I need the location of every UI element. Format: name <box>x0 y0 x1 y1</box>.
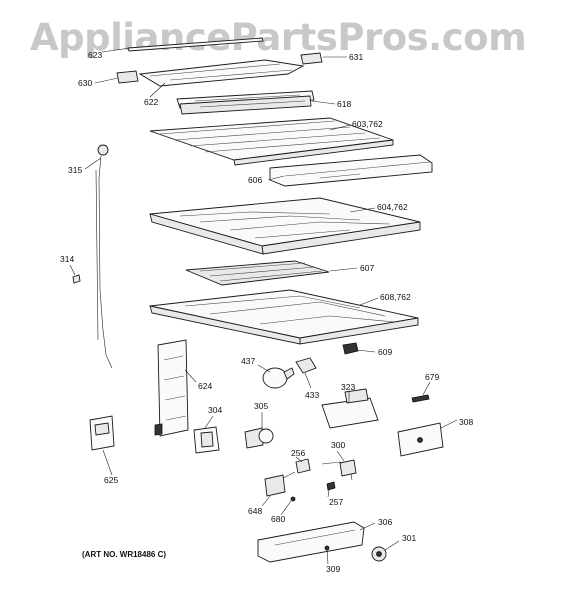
callout-624: 624 <box>198 381 212 391</box>
part-437-bulb[interactable] <box>262 367 295 389</box>
callout-305: 305 <box>254 401 268 411</box>
part-631-pad[interactable] <box>300 52 323 65</box>
part-304-housing[interactable] <box>193 426 220 454</box>
callout-256: 256 <box>291 448 305 458</box>
art-number: (ART NO. WR18486 C) <box>82 550 166 559</box>
callout-306: 306 <box>378 517 392 527</box>
part-618-frame[interactable] <box>176 90 315 115</box>
callout-679: 679 <box>425 372 439 382</box>
part-315-tube[interactable] <box>95 144 113 369</box>
callout-609: 609 <box>378 347 392 357</box>
part-606-rail[interactable] <box>269 154 433 187</box>
part-306-bracket[interactable] <box>257 521 365 563</box>
part-433-socket[interactable] <box>295 357 317 374</box>
callout-323: 323 <box>341 382 355 392</box>
callout-625: 625 <box>104 475 118 485</box>
part-305-thermostat[interactable] <box>244 427 274 449</box>
part-679-screw[interactable] <box>411 394 430 403</box>
callout-630: 630 <box>78 78 92 88</box>
callout-623: 623 <box>88 50 102 60</box>
leader-lines <box>69 47 458 565</box>
callout-607: 607 <box>360 263 374 273</box>
callout-680: 680 <box>271 514 285 524</box>
watermark-text: AppliancePartsPros.com <box>30 16 526 59</box>
callout-437: 437 <box>241 356 255 366</box>
callout-308: 308 <box>459 417 473 427</box>
callout-604: 604,762 <box>377 202 408 212</box>
part-323-control[interactable] <box>321 388 379 429</box>
part-257-clip[interactable] <box>326 481 336 491</box>
part-308-bracket[interactable] <box>397 422 444 457</box>
callout-labels: 623 631 630 622 618 603,762 315 606 604,… <box>60 50 473 574</box>
part-607-grille[interactable] <box>185 260 330 286</box>
part-314-clip[interactable] <box>72 274 81 284</box>
callout-603: 603,762 <box>352 119 383 129</box>
part-604-tray[interactable] <box>149 197 421 255</box>
part-609-knob[interactable] <box>342 342 359 355</box>
callout-301: 301 <box>402 533 416 543</box>
callout-300: 300 <box>331 440 345 450</box>
part-603-shelf[interactable] <box>149 117 394 166</box>
callout-606: 606 <box>248 175 262 185</box>
part-608-tray[interactable] <box>149 289 419 345</box>
part-624-duct[interactable] <box>154 339 189 437</box>
callout-257: 257 <box>329 497 343 507</box>
callout-648: 648 <box>248 506 262 516</box>
callout-631: 631 <box>349 52 363 62</box>
callout-309: 309 <box>326 564 340 574</box>
part-625-box[interactable] <box>89 415 115 451</box>
part-648-relay[interactable] <box>264 471 296 497</box>
callout-622: 622 <box>144 97 158 107</box>
part-622-cover[interactable] <box>138 59 305 87</box>
part-680-screw[interactable] <box>290 496 296 502</box>
callout-433: 433 <box>305 390 319 400</box>
part-623-rod[interactable] <box>127 37 264 52</box>
callout-618: 618 <box>337 99 351 109</box>
callout-315: 315 <box>68 165 82 175</box>
callout-304: 304 <box>208 405 222 415</box>
part-300-harness[interactable] <box>321 459 357 481</box>
callout-608: 608,762 <box>380 292 411 302</box>
callout-314: 314 <box>60 254 74 264</box>
part-256-connector[interactable] <box>295 458 311 474</box>
part-630-pad[interactable] <box>116 70 139 84</box>
part-301-knob[interactable] <box>371 546 387 562</box>
